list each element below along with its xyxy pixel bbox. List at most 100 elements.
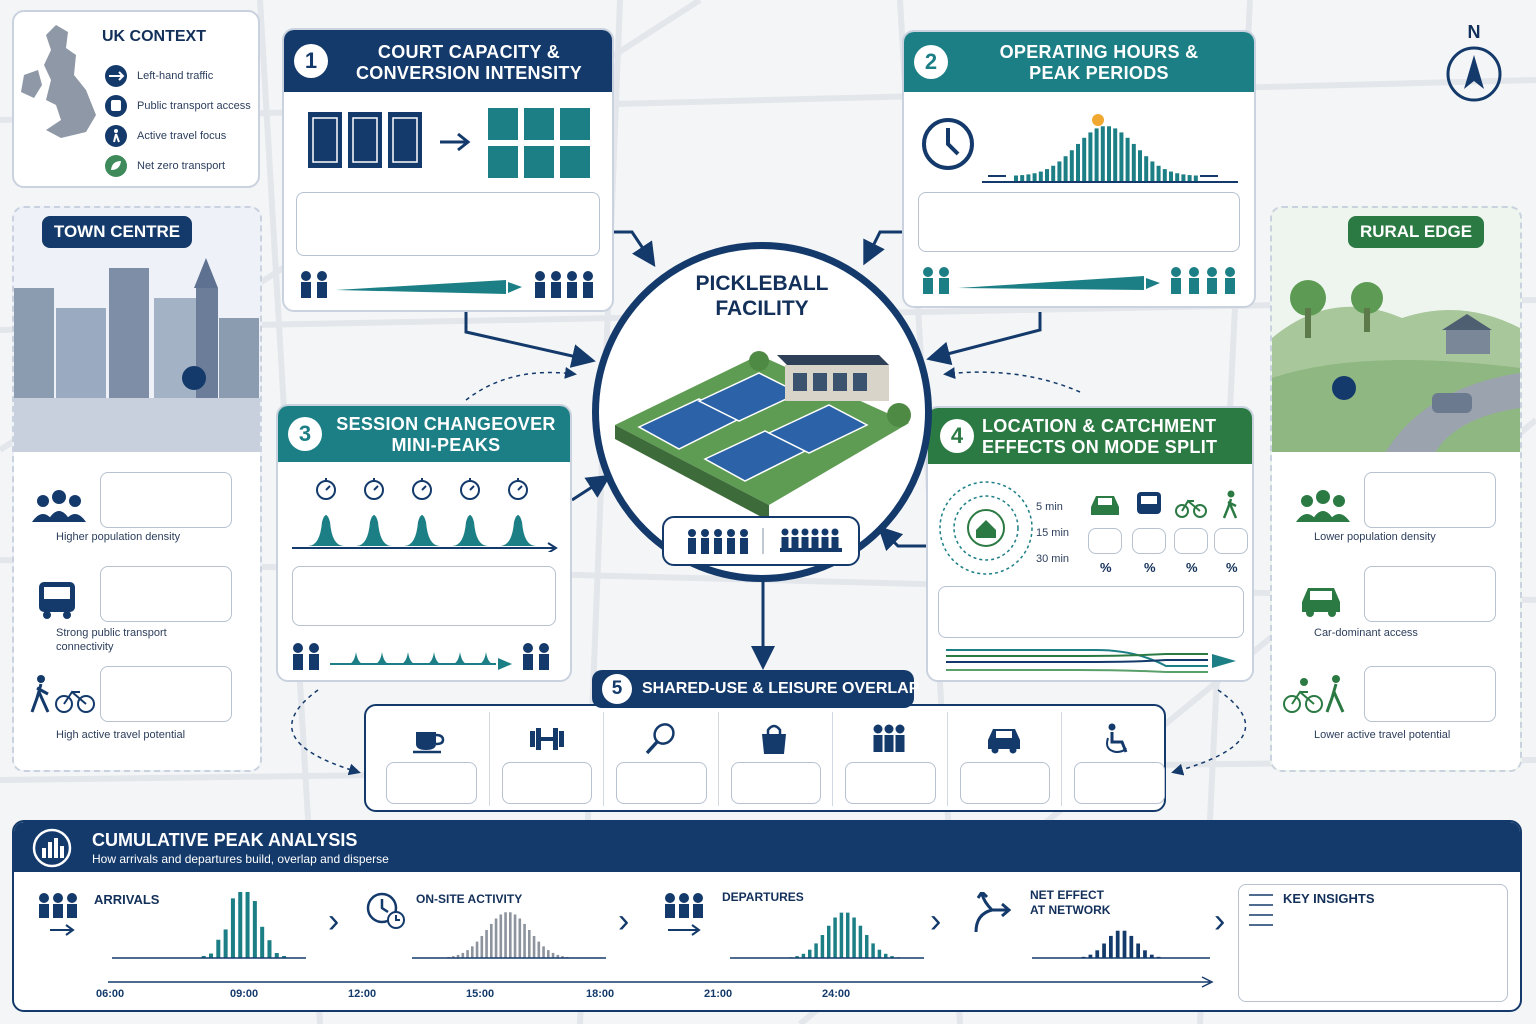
rural-active-label: Lower active travel potential: [1314, 729, 1451, 741]
people-group-icon: [1296, 490, 1350, 522]
panel5-number: 5: [602, 674, 632, 704]
walking-icon: [1222, 490, 1238, 519]
shared-use-cell: [488, 712, 604, 806]
clock-icon: [922, 118, 974, 170]
histogram-bar: [260, 926, 265, 958]
rural-car-label: Car-dominant access: [1314, 627, 1418, 639]
histogram-bar: [466, 950, 469, 958]
peak-bar: [1113, 128, 1118, 182]
histogram-bar: [833, 917, 837, 958]
court-conversion-icon: [308, 108, 590, 178]
histogram-bar: [480, 936, 484, 958]
mini-peak: [356, 515, 392, 546]
peak-bar: [1193, 175, 1198, 182]
histogram-bar: [274, 953, 279, 958]
histogram-bar: [542, 946, 545, 958]
small-peak: [478, 652, 494, 664]
shared-use-cell: [832, 712, 947, 806]
person-icon: [740, 529, 748, 554]
mini-peak: [452, 515, 488, 546]
cycle-walk-icon: [1283, 675, 1345, 713]
rural-car-value-box: [1364, 566, 1496, 622]
peak-bar: [1076, 143, 1080, 182]
histogram-bar: [1143, 950, 1147, 958]
stage-onsite-label: ON-SITE ACTIVITY: [416, 892, 523, 906]
town-centre-title: TOWN CENTRE: [42, 216, 192, 248]
histogram-bar: [509, 912, 512, 958]
uk-map-icon: [21, 25, 96, 138]
histogram-bar: [513, 914, 517, 958]
histogram-bar: [1095, 950, 1100, 958]
time-axis: [108, 976, 1214, 988]
peak-bar: [1162, 169, 1167, 182]
histogram-bar: [839, 912, 844, 958]
panel-location-catchment: 4 LOCATION & CATCHMENT EFFECTS ON MODE S…: [926, 406, 1254, 682]
shared-use-value-box: [730, 762, 821, 804]
merge-arrows-icon: [974, 892, 1012, 933]
panel1-value-box: [296, 192, 600, 256]
town-active-label: High active travel potential: [56, 729, 186, 741]
rural-edge-title: RURAL EDGE: [1348, 216, 1484, 248]
town-centre-card: TOWN CENTRE Higher population density St…: [12, 206, 262, 772]
peak-bar: [1138, 150, 1142, 182]
spectator-icon: [781, 528, 789, 548]
shared-use-cell: [946, 712, 1062, 806]
time-tick-label: 12:00: [348, 988, 377, 1000]
pickleball-facility-hub: PICKLEBALL FACILITY: [592, 242, 932, 582]
histogram-bar: [523, 923, 526, 958]
mini-peak: [308, 515, 344, 546]
histogram-bar: [547, 950, 550, 958]
histogram-bar: [532, 936, 536, 958]
uk-context-card: UK CONTEXT Left-hand traffic Public tran…: [12, 10, 260, 188]
histogram-bar: [1129, 935, 1134, 958]
compass: N: [1442, 22, 1506, 108]
mini-peaks-chart: [292, 478, 558, 552]
peak-bar: [1045, 169, 1049, 182]
rural-active-value-box: [1364, 666, 1496, 722]
histogram-bar: [1115, 930, 1120, 958]
chevron-right-icon: ›: [618, 902, 630, 940]
histogram-bar: [252, 901, 257, 958]
small-peak: [348, 652, 364, 664]
spectators-icon: [780, 528, 842, 552]
peak-bar: [1156, 165, 1161, 182]
histogram-bar: [556, 954, 560, 958]
tennis-racket-icon: [645, 723, 675, 755]
panel3-value-box: [292, 566, 556, 626]
histogram-bar: [858, 925, 863, 958]
shared-use-value-box: [501, 762, 592, 804]
compass-icon: [1446, 46, 1502, 102]
chevron-right-icon: ›: [328, 902, 340, 940]
dumbbell-icon: [529, 728, 564, 750]
leaf-icon: [105, 155, 127, 177]
histogram-bar: [1122, 930, 1127, 958]
cumulative-peak-analysis: CUMULATIVE PEAK ANALYSIS How arrivals an…: [12, 820, 1522, 1012]
histogram-bar: [1102, 943, 1106, 958]
peak-bar: [1100, 126, 1105, 182]
time-tick-label: 06:00: [96, 988, 125, 1000]
stage-net-effect-label: NET EFFECT AT NETWORK: [1030, 888, 1111, 917]
compass-north-label: N: [1467, 22, 1481, 42]
mini-peak: [500, 515, 536, 546]
departures-icon: [665, 893, 703, 936]
histogram-bar: [808, 949, 812, 958]
chevron-right-icon: ›: [930, 902, 942, 940]
shared-use-cell: [717, 712, 833, 806]
shared-use-value-box: [845, 762, 936, 804]
peak-bar: [1063, 156, 1068, 182]
histogram-bar: [551, 952, 555, 958]
histogram-bar: [456, 954, 460, 958]
rural-density-value-box: [1364, 472, 1496, 528]
shopping-bag-icon: [761, 724, 786, 754]
town-density-value-box: [100, 472, 232, 528]
shared-use-value-box: [959, 762, 1050, 804]
bus-icon: [105, 95, 127, 117]
spectator-icon: [791, 528, 799, 548]
histogram-bar: [238, 892, 243, 958]
mode-cycle-share-box: [1174, 528, 1208, 554]
peak-bar: [1026, 174, 1031, 182]
car-icon: [987, 729, 1020, 754]
people-row-icon: [688, 529, 748, 554]
shared-use-cell: [603, 712, 718, 806]
clock-icon: [366, 892, 405, 929]
